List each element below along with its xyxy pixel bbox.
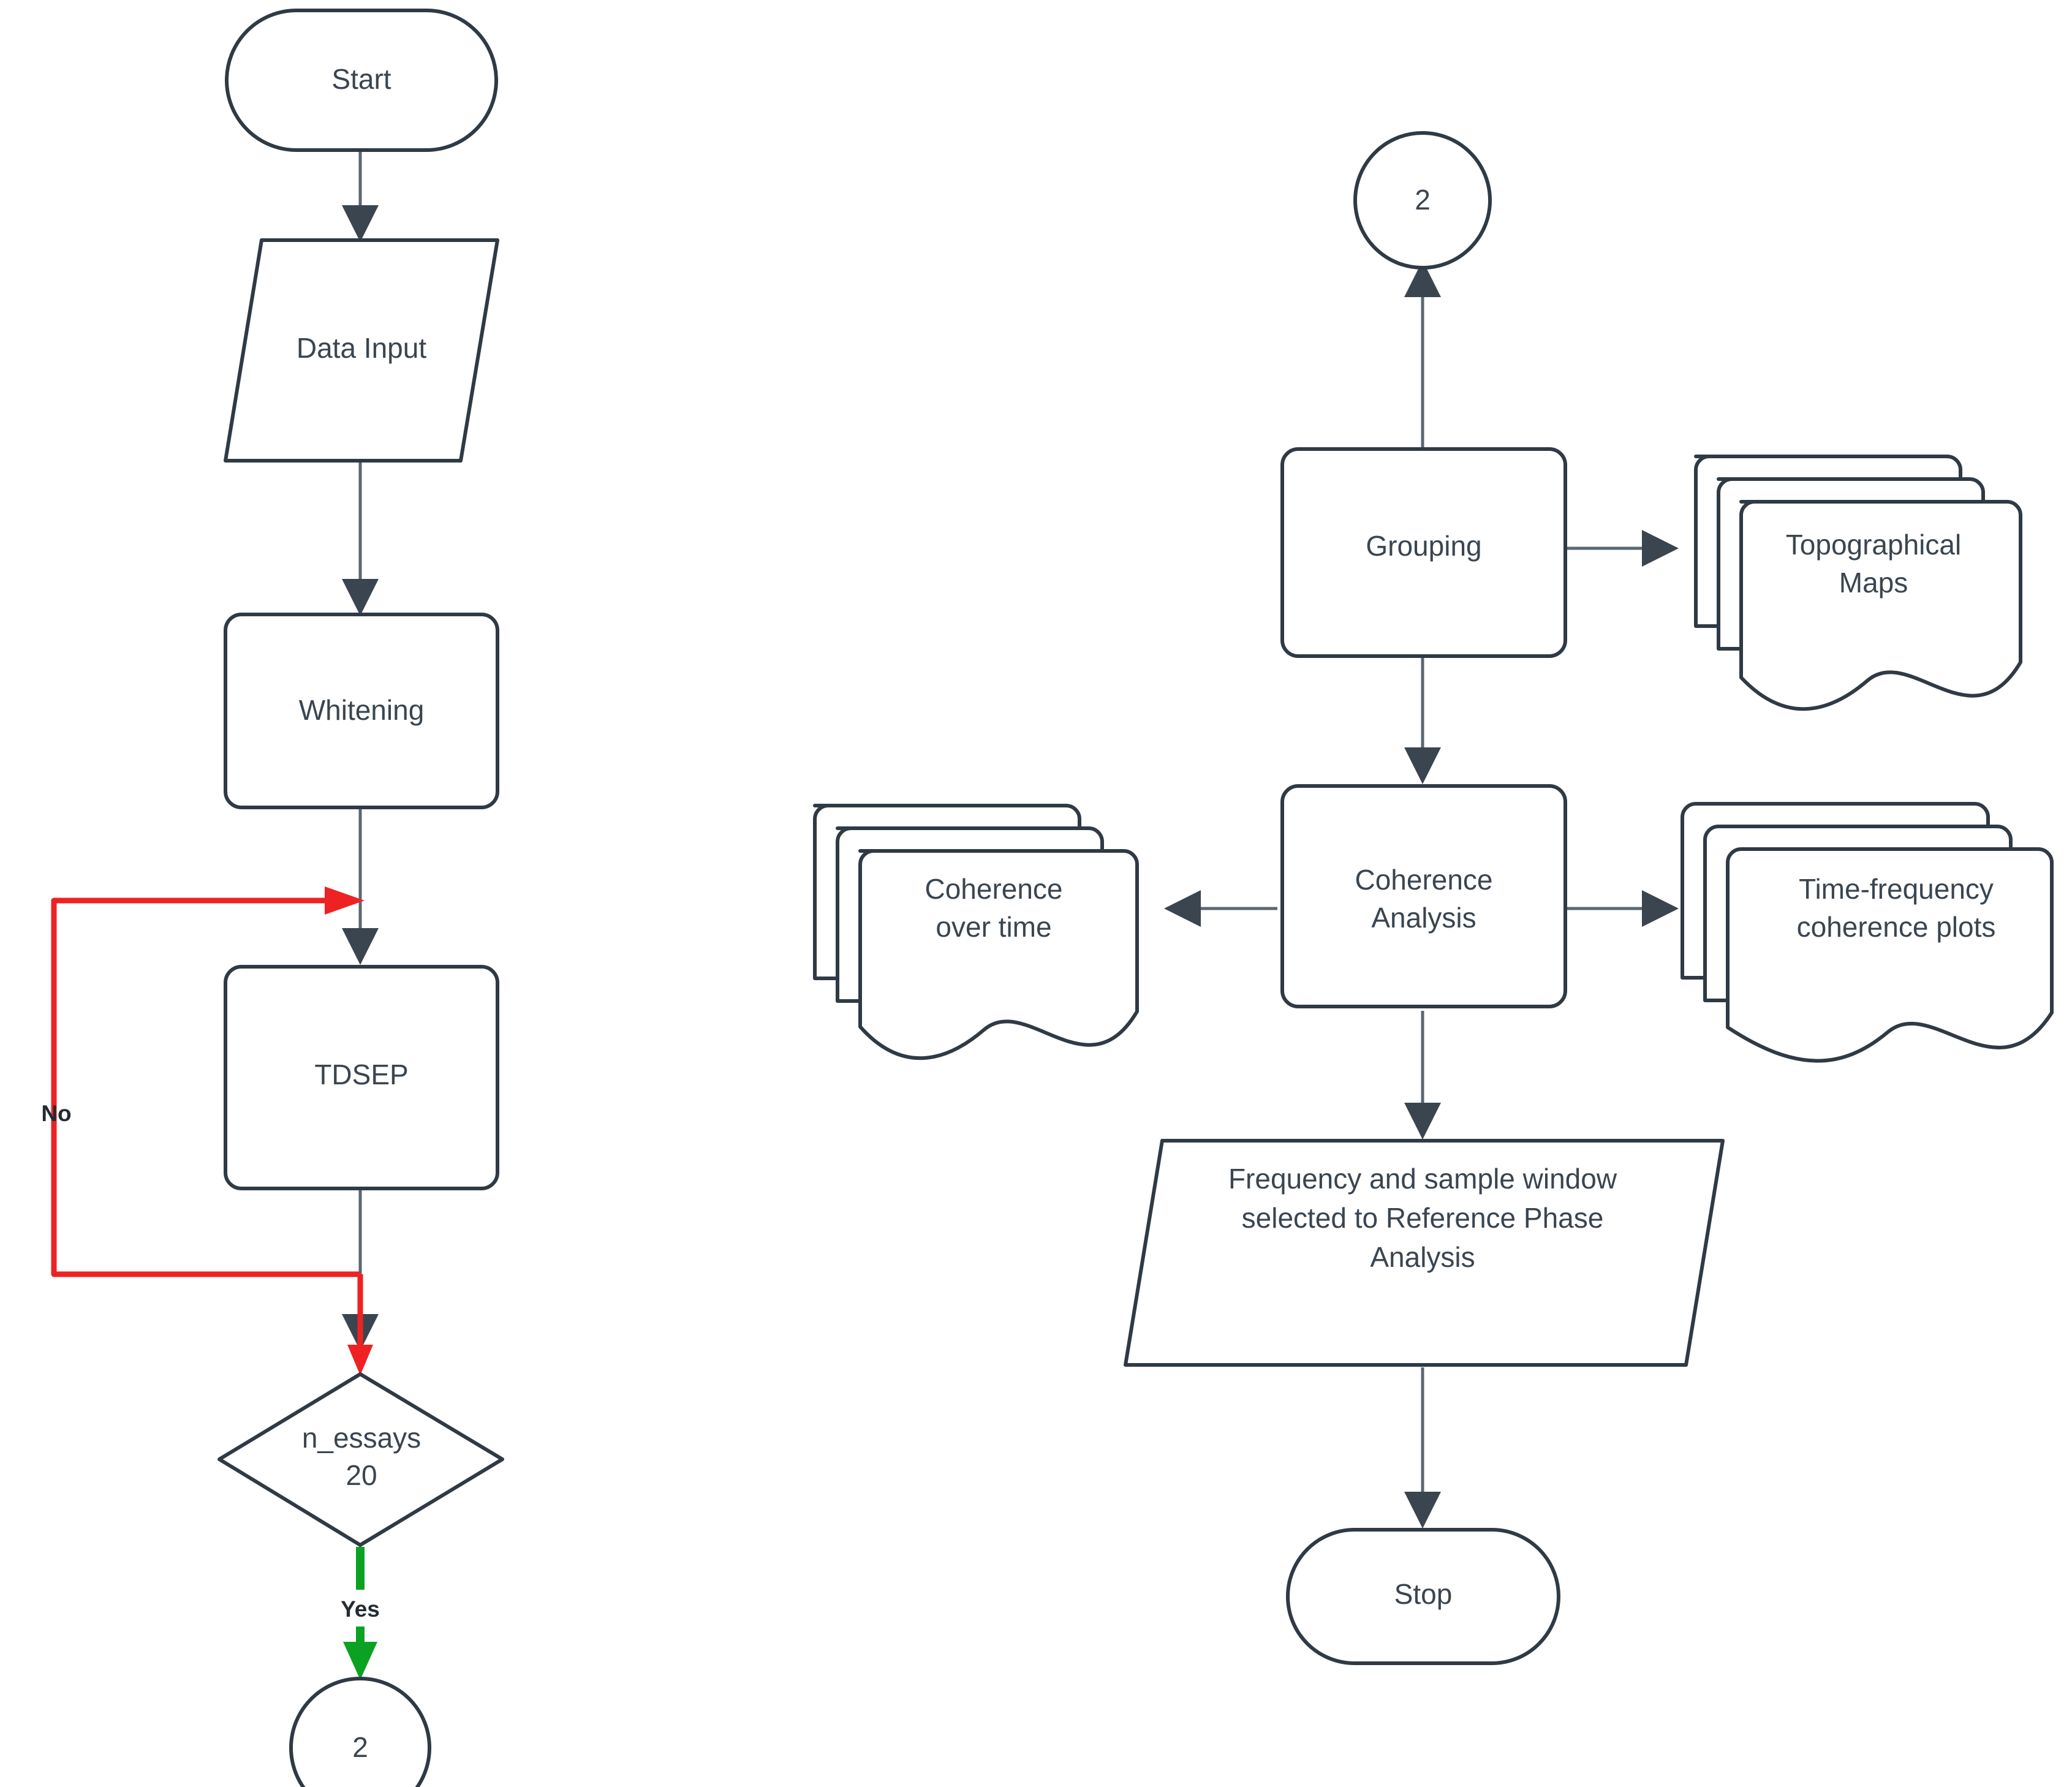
edge-yes-to-connector bbox=[343, 1547, 377, 1680]
node-coherence-label-line1: Coherence bbox=[1355, 864, 1492, 896]
edge-label-yes: Yes bbox=[341, 1596, 380, 1622]
node-tdsep[interactable]: TDSEP bbox=[224, 965, 499, 1190]
node-coherence-analysis[interactable]: Coherence Analysis bbox=[1280, 784, 1567, 1008]
node-whitening[interactable]: Whitening bbox=[224, 613, 499, 809]
node-stop[interactable]: Stop bbox=[1286, 1528, 1560, 1665]
node-data-input-label: Data Input bbox=[297, 332, 426, 364]
node-coherence-overtime-label-line1: Coherence bbox=[924, 873, 1062, 905]
node-start[interactable]: Start bbox=[225, 9, 498, 152]
node-grouping[interactable]: Grouping bbox=[1280, 447, 1567, 658]
node-timefreq-label-line1: Time-frequency bbox=[1799, 873, 1994, 905]
edge-label-no: No bbox=[41, 1101, 71, 1126]
node-whitening-label: Whitening bbox=[299, 694, 425, 726]
node-grouping-label: Grouping bbox=[1366, 530, 1481, 562]
node-connector-in-label: 2 bbox=[1415, 184, 1431, 216]
node-connector-in-2[interactable]: 2 bbox=[1353, 131, 1492, 270]
node-freqwindow-label-line2: selected to Reference Phase bbox=[1242, 1202, 1604, 1234]
node-timefreq-label-line2: coherence plots bbox=[1797, 911, 1996, 943]
node-topographical-maps[interactable]: Topographical Maps bbox=[1694, 455, 2022, 711]
node-decision-label-line1: n_essays bbox=[302, 1422, 421, 1454]
edge-no-feedback-loop bbox=[51, 886, 373, 1375]
node-coherence-label-line2: Analysis bbox=[1371, 902, 1476, 934]
node-start-label: Start bbox=[331, 63, 391, 95]
node-data-input[interactable]: Data Input bbox=[224, 238, 499, 463]
node-connector-out-2[interactable]: 2 bbox=[289, 1677, 431, 1787]
node-tdsep-label: TDSEP bbox=[314, 1059, 408, 1090]
node-coherence-over-time[interactable]: Coherence over time bbox=[813, 804, 1139, 1060]
node-topomaps-label-line1: Topographical bbox=[1786, 529, 1961, 561]
node-topomaps-label-line2: Maps bbox=[1839, 567, 1908, 599]
node-freqwindow-label-line3: Analysis bbox=[1370, 1241, 1475, 1273]
node-stop-label: Stop bbox=[1394, 1578, 1453, 1610]
node-coherence-overtime-label-line2: over time bbox=[936, 911, 1051, 943]
node-frequency-window[interactable]: Frequency and sample window selected to … bbox=[1124, 1139, 1725, 1367]
node-connector-out-label: 2 bbox=[352, 1731, 368, 1763]
node-freqwindow-label-line1: Frequency and sample window bbox=[1228, 1163, 1617, 1195]
node-time-frequency-plots[interactable]: Time-frequency coherence plots bbox=[1681, 802, 2054, 1063]
node-decision-n-essays[interactable]: n_essays 20 bbox=[217, 1372, 504, 1547]
node-decision-label-line2: 20 bbox=[346, 1459, 377, 1491]
